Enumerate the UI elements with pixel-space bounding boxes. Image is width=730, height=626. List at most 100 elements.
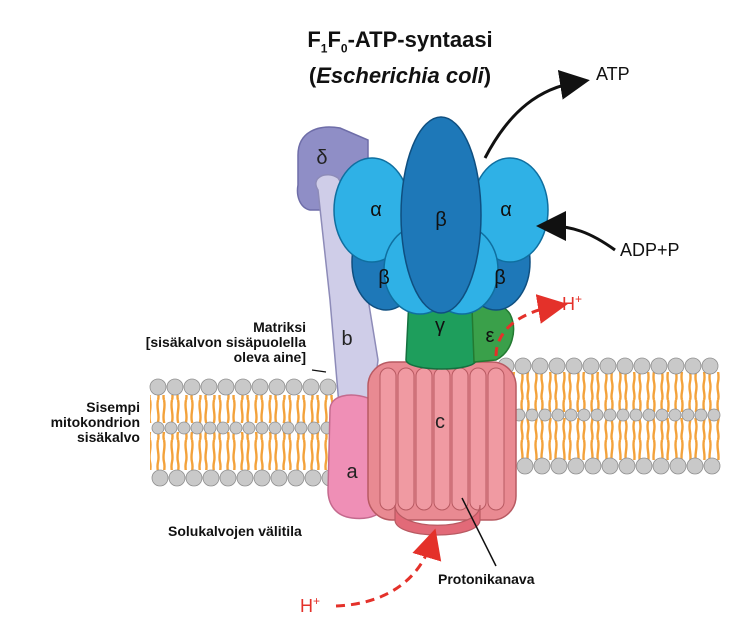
inner-membrane-label: Sisempi mitokondrion sisäkalvo (50, 399, 140, 445)
membrane-left (149, 378, 339, 487)
lipid-head (603, 408, 617, 422)
lipid-head (582, 357, 600, 375)
lipid-head (190, 421, 204, 435)
lipid-head (287, 469, 305, 487)
matrix-label: Matriksi [sisäkalvon sisäpuolella oleva … (145, 319, 306, 365)
lipid-head (183, 378, 201, 396)
lipid-head (669, 457, 687, 475)
lipid-head (707, 408, 721, 422)
lipid-head (601, 457, 619, 475)
lipid-heads-top-left (149, 378, 337, 396)
lipid-head (686, 457, 704, 475)
lipid-head (516, 457, 534, 475)
lipid-head (203, 421, 217, 435)
proton-arrow-bottom (335, 528, 442, 608)
lipid-heads-mid-right (499, 408, 721, 422)
lipid-head (584, 457, 602, 475)
lipid-head (255, 421, 269, 435)
lipid-head (251, 378, 269, 396)
lipid-head (668, 408, 682, 422)
lipid-head (149, 378, 167, 396)
lipid-head (550, 457, 568, 475)
f1-head: α α β β β (333, 116, 549, 315)
matrix-pointer (311, 369, 327, 373)
lipid-head (684, 357, 702, 375)
c-ring-rods (379, 367, 505, 511)
proton-arrow-top (494, 294, 568, 357)
lipid-head (216, 421, 230, 435)
lipid-head (229, 421, 243, 435)
lipid-heads-mid-left (151, 421, 334, 435)
lipid-head (599, 357, 617, 375)
lipid-head (567, 457, 585, 475)
gamma-label: γ (435, 315, 445, 337)
lipid-head (633, 357, 651, 375)
lipid-head (285, 378, 303, 396)
adp-label: ADP+P (620, 240, 680, 260)
c-ring-rod (451, 367, 469, 511)
c-ring: c (367, 361, 517, 536)
alpha-left-label: α (370, 199, 382, 221)
title-line-1: F1F0-ATP-syntaasi (307, 27, 493, 56)
lipid-head (667, 357, 685, 375)
title-line-2: (Escherichia coli) (308, 63, 492, 89)
lipid-head (703, 457, 721, 475)
lipid-head (635, 457, 653, 475)
lipid-head (253, 469, 271, 487)
proton-channel-label: Protonikanava (438, 571, 535, 587)
lipid-head (652, 457, 670, 475)
lipid-head (166, 378, 184, 396)
lipid-head (307, 421, 321, 435)
atp-arrow (483, 69, 590, 159)
lipid-head (590, 408, 604, 422)
lipid-head (525, 408, 539, 422)
lipid-head (200, 378, 218, 396)
lipid-head (565, 357, 583, 375)
lipid-head (650, 357, 668, 375)
diagram-title: F1F0-ATP-syntaasi (Escherichia coli) (250, 26, 550, 90)
lipid-head (302, 378, 320, 396)
c-ring-rod (469, 367, 487, 511)
c-ring-rod (433, 367, 451, 511)
lipid-head (202, 469, 220, 487)
epsilon-subunit: ε (471, 302, 515, 363)
intermembrane-space-label: Solukalvojen välitila (168, 523, 302, 539)
lipid-head (531, 357, 549, 375)
c-label: c (435, 411, 445, 433)
lipid-head (236, 469, 254, 487)
lipid-head (268, 378, 286, 396)
lipid-head (514, 357, 532, 375)
lipid-head (164, 421, 178, 435)
lipid-heads-bottom-left (151, 469, 339, 487)
lipid-head (681, 408, 695, 422)
lipid-head (151, 421, 165, 435)
adp-arrow (536, 211, 616, 252)
beta-right-label: β (494, 267, 506, 289)
lipid-head (701, 357, 719, 375)
lipid-head (548, 357, 566, 375)
lipid-head (551, 408, 565, 422)
lipid-head (242, 421, 256, 435)
c-ring-rod (379, 367, 397, 511)
beta-left-label: β (378, 267, 390, 289)
lipid-head (694, 408, 708, 422)
beta-center-label: β (435, 209, 447, 231)
atp-label: ATP (596, 64, 630, 84)
lipid-head (270, 469, 288, 487)
lipid-head (177, 421, 191, 435)
delta-label: δ (316, 147, 327, 169)
lipid-head (281, 421, 295, 435)
lipid-head (577, 408, 591, 422)
lipid-head (234, 378, 252, 396)
lipid-head (616, 408, 630, 422)
lipid-head (268, 421, 282, 435)
lipid-head (538, 408, 552, 422)
lipid-head (564, 408, 578, 422)
lipid-heads-bottom-right (499, 457, 721, 475)
lipid-head (533, 457, 551, 475)
lipid-head (319, 378, 337, 396)
lipid-head (217, 378, 235, 396)
lipid-head (616, 357, 634, 375)
